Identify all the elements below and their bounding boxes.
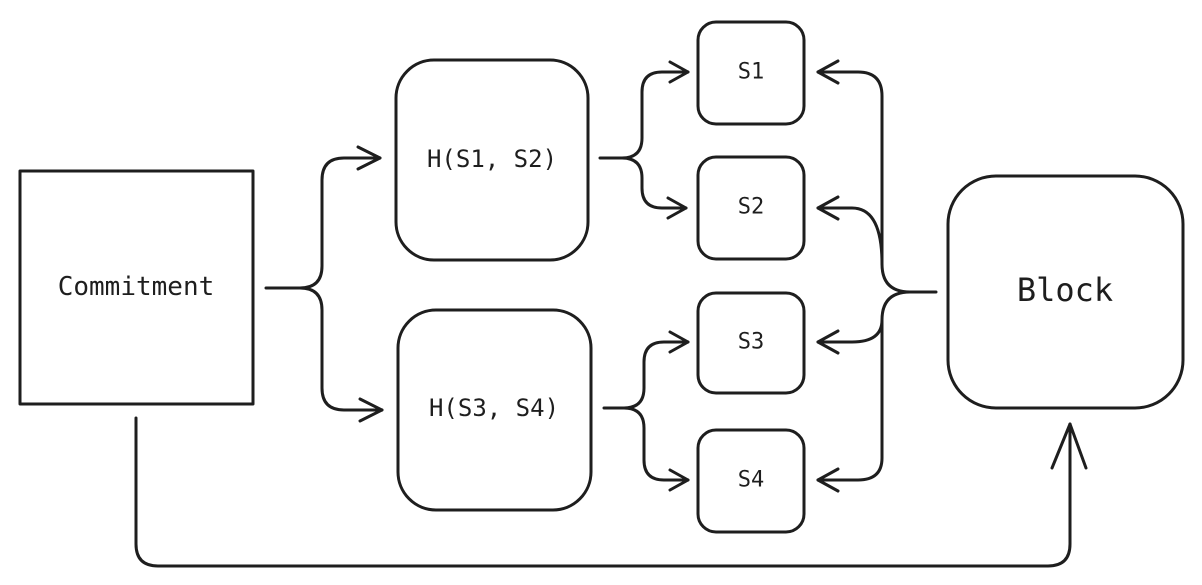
s1-label: S1 [738,60,765,85]
arrowhead-block-s3 [816,329,840,355]
arrowhead-s1 [668,60,690,84]
arrowhead-s3 [668,330,690,354]
hash-s3-s4-label: H(S3, S4) [429,394,559,422]
commitment-node: Commitment [18,169,255,406]
arrow-block-to-s3 [816,318,884,344]
arrow-block-to-s4 [816,290,912,482]
arrow-commitment-to-hash-s1-s2 [264,156,382,290]
s2-box [696,155,806,261]
arrowhead-block [1050,422,1088,470]
commitment-box [18,169,255,406]
arrow-hash-s3-s4-to-s4 [622,406,690,482]
s1-box [696,20,806,126]
arrow-hash-s1-s2-to-s2 [620,156,688,210]
arrowhead-block-s2 [816,195,840,221]
s3-label: S3 [738,330,765,355]
s2-node: S2 [696,155,806,261]
s4-box [696,428,806,534]
arrowhead-block-s4 [816,467,840,493]
arrow-hash-s1-s2-to-s1 [598,70,690,160]
hash-s1-s2-box [394,58,590,262]
hash-s1-s2-node: H(S1, S2) [394,58,590,262]
hash-s3-s4-node: H(S3, S4) [396,308,593,512]
block-box [946,174,1185,410]
arrowhead-hash-s3-s4 [358,397,384,423]
s4-node: S4 [696,428,806,534]
arrow-hash-s3-s4-to-s3 [602,340,690,410]
arrow-block-to-s2 [816,206,884,266]
arrowhead-s2 [666,196,688,220]
s3-node: S3 [696,291,806,395]
block-label: Block [1017,271,1113,309]
block-node: Block [946,174,1185,410]
commitment-label: Commitment [58,272,215,302]
arrowhead-s4 [668,468,690,492]
s1-node: S1 [696,20,806,126]
s3-box [696,291,806,395]
hash-s1-s2-label: H(S1, S2) [427,145,557,173]
arrowhead-hash-s1-s2 [356,145,382,171]
s2-label: S2 [738,195,765,220]
arrow-commitment-to-hash-s3-s4 [298,286,384,412]
hash-s3-s4-box [396,308,593,512]
arrow-commitment-to-block [134,416,1072,568]
arrowhead-block-s1 [816,59,840,85]
s4-label: S4 [738,468,765,493]
arrow-block-to-s1 [816,70,938,294]
